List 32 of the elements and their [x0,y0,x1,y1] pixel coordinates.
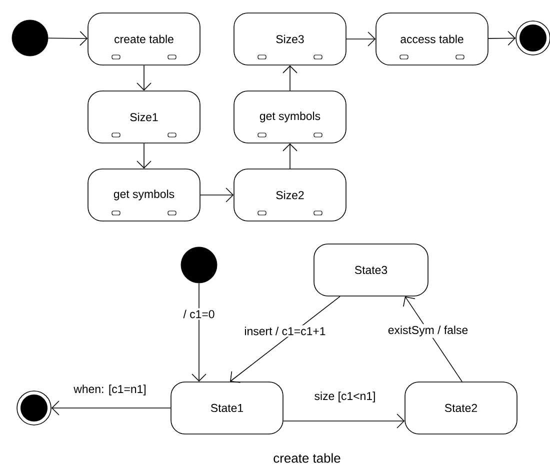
arrow [48,31,88,46]
arrow [51,400,171,416]
arrow [200,188,234,202]
edge-label: / c1=0 [182,308,216,320]
arrow [192,282,206,382]
state-box: access table [376,12,488,66]
arrow [136,65,152,91]
state-box: State1 [170,382,284,434]
edge-label: size [c1<n1] [312,390,378,404]
edge-label: when: [c1=n1] [72,383,148,397]
state-box: State2 [404,382,518,434]
state-box: get symbols [234,90,346,144]
arrow [346,32,376,46]
arrow [488,30,516,46]
initial-state [12,20,48,56]
arrow [282,143,298,169]
caption: create table [274,453,340,463]
arrow [230,296,340,383]
arrow [136,143,152,169]
state-box: get symbols [88,168,200,222]
initial-state [180,246,218,284]
arrow [283,414,405,428]
state-box: create table [88,12,200,66]
edge-label: insert / c1=c1+1 [242,325,328,337]
edge-label: existSym / false [386,324,470,338]
final-state [516,20,550,56]
state-box: State3 [314,244,428,296]
state-box: Size3 [234,12,346,66]
final-state [16,390,52,426]
state-box: Size2 [234,168,346,222]
arrow [282,65,298,91]
state-box: Size1 [88,90,200,144]
